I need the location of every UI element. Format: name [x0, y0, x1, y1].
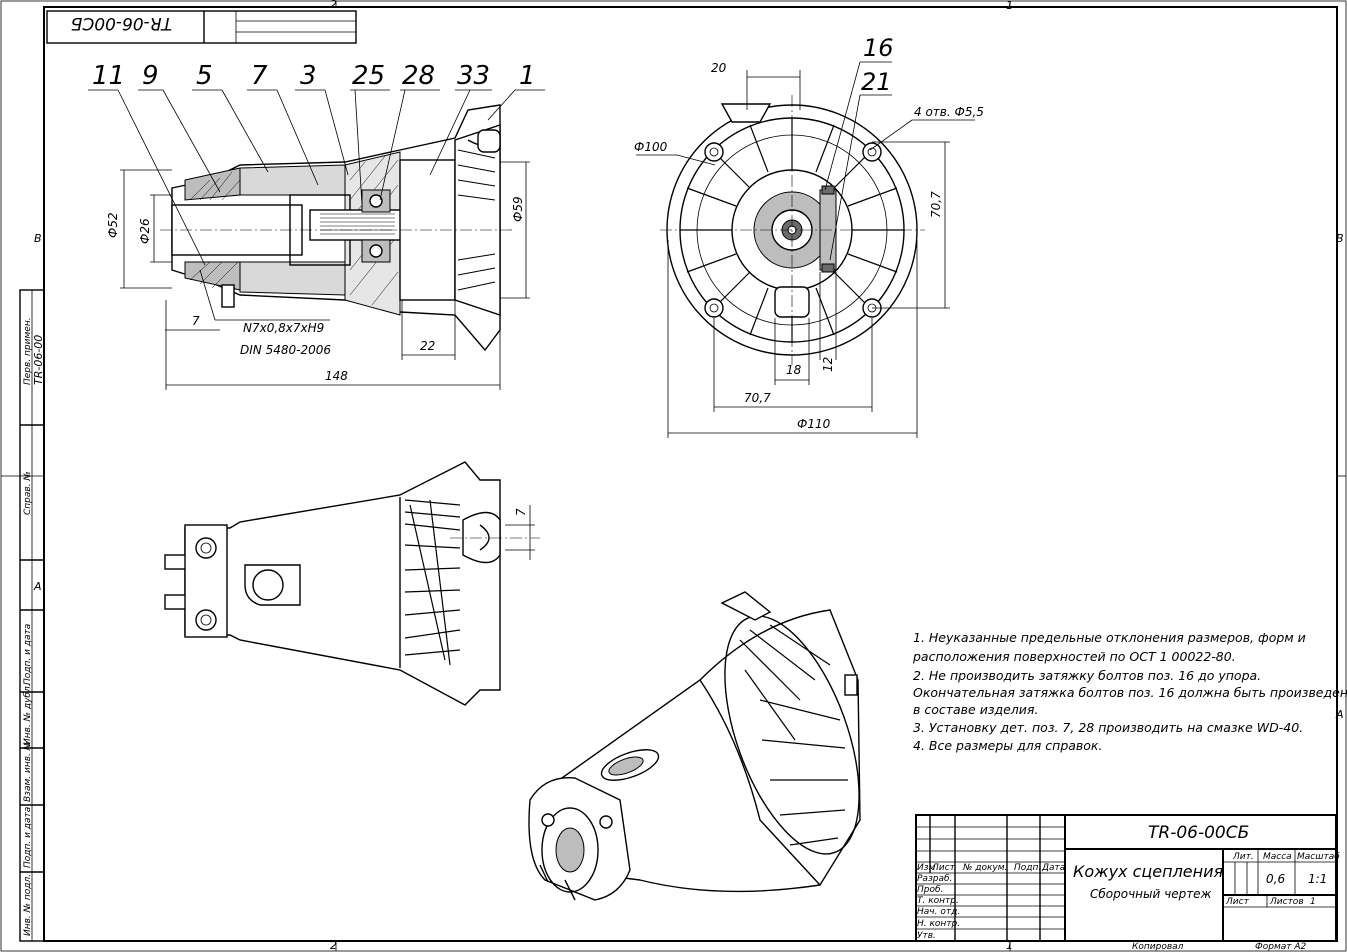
tb-sheets-value: 1: [1310, 897, 1316, 907]
note-line-1: 1. Неуказанные предельные отклонения раз…: [913, 630, 1306, 645]
dim-h-707: 70,7: [744, 391, 771, 405]
tb-hdr-podp: Подп.: [1014, 863, 1041, 873]
technical-notes: 1. Неуказанные предельные отклонения раз…: [912, 630, 1347, 753]
dim-v-707: 70,7: [929, 191, 943, 218]
dim-d52: Ф52: [106, 212, 120, 238]
section-dimensions: [120, 161, 530, 390]
tb-mass-label: Масса: [1263, 852, 1292, 862]
corner-designation: TR-06-00СБ: [71, 13, 172, 33]
note-line-6: 3. Установку дет. поз. 7, 28 производить…: [913, 720, 1303, 735]
tb-scale-value: 1:1: [1308, 872, 1327, 886]
sheet-footer: Копировал Формат A2: [1132, 942, 1307, 952]
pos-33: 33: [457, 61, 490, 91]
corner-stamp: TR-06-00СБ: [46, 10, 357, 44]
dim-d100: Ф100: [634, 140, 668, 154]
zone-markers: 2 1 2 1 B A B A: [33, 0, 1344, 952]
tb-doc-type: Сборочный чертеж: [1090, 887, 1212, 901]
strip-sprav: Справ. №: [23, 471, 33, 515]
dim-12: 12: [821, 357, 835, 372]
zone-top-2: 2: [330, 0, 337, 11]
spline-note-1: N7x0,8x7xH9: [243, 321, 324, 335]
tb-sheet-label: Лист: [1225, 897, 1250, 907]
tb-hdr-list: Лист: [931, 863, 956, 873]
pos-5: 5: [196, 61, 213, 91]
note-line-3: 2. Не производить затяжку болтов поз. 16…: [913, 668, 1261, 683]
dim-20: 20: [711, 61, 727, 75]
pos-28: 28: [402, 61, 435, 91]
tb-scale-label: Масштаб: [1297, 852, 1340, 862]
tb-row-tkontr: Т. контр.: [917, 896, 959, 906]
note-line-7: 4. Все размеры для справок.: [913, 738, 1102, 753]
front-bolt-holes: [704, 142, 882, 318]
pos-7: 7: [251, 61, 268, 91]
tb-row-prob: Проб.: [917, 885, 943, 895]
pos-25: 25: [352, 61, 385, 91]
strip-podp-1: Подп. и дата: [23, 624, 33, 685]
pos-16: 16: [863, 34, 894, 62]
dim-d26: Ф26: [138, 218, 152, 244]
dim-len-22: 22: [420, 339, 435, 353]
isometric-view: [528, 591, 861, 901]
footer-format: Формат A2: [1255, 942, 1307, 952]
dim-d110: Ф110: [797, 417, 831, 431]
zone-bottom-1: 1: [1006, 939, 1013, 952]
pos-9: 9: [142, 61, 159, 91]
tb-hdr-izm: Изм: [917, 863, 936, 873]
pos-11: 11: [92, 61, 125, 91]
tb-hdr-date: Дата: [1041, 863, 1065, 873]
strip-vzam-inv: Взам. инв. №: [23, 741, 33, 802]
pos-1: 1: [519, 61, 536, 91]
zone-left-a: A: [33, 580, 42, 593]
strip-inv-podl: Инв. № подл.: [23, 874, 33, 936]
section-leaders: [88, 89, 545, 266]
tb-row-nkontr: Н. контр.: [917, 919, 960, 929]
dim-holes: 4 отв. Ф5,5: [914, 105, 984, 119]
spline-note-2: DIN 5480-2006: [240, 343, 331, 357]
tb-mass-value: 0,6: [1266, 872, 1285, 886]
strip-inv-dubl: Инв. № дубл.: [23, 683, 33, 745]
front-view: 16 21 20 4 отв. Ф5,5 Ф100 70,7 18 12 70,…: [634, 34, 984, 438]
side-strip: Перв. примен. TR-06-00 Справ. № Подп. и …: [19, 289, 45, 942]
dim-18: 18: [786, 363, 802, 377]
tb-sheets-label: Листов: [1269, 897, 1304, 907]
strip-podp-2: Подп. и дата: [23, 807, 33, 868]
zone-top-1: 1: [1006, 0, 1013, 12]
tb-lit-label: Лит.: [1232, 852, 1254, 862]
note-line-2: расположения поверхностей по ОСТ 1 00022…: [912, 649, 1236, 664]
tb-row-utv: Утв.: [917, 931, 936, 941]
note-line-5: в составе изделия.: [913, 702, 1038, 717]
zone-right-a: A: [1335, 708, 1344, 721]
dim-len-7: 7: [192, 314, 200, 328]
tb-designation: TR-06-00СБ: [1148, 823, 1249, 843]
strip-perv-primen: Перв. примен.: [23, 317, 33, 385]
title-block: Изм Лист № докум. Подп. Дата Разраб. Про…: [915, 814, 1340, 942]
dim-d59: Ф59: [511, 196, 525, 222]
dim-len-148: 148: [325, 369, 348, 383]
tb-row-razrab: Разраб.: [917, 874, 952, 884]
front-dimensions: [636, 61, 975, 438]
tb-name: Кожух сцепления: [1073, 862, 1224, 881]
zone-right-b: B: [1336, 232, 1344, 245]
pos-3: 3: [300, 61, 317, 91]
side-dim-7: 7: [514, 508, 528, 516]
tb-hdr-doc: № докум.: [962, 863, 1007, 873]
zone-left-b: B: [34, 232, 42, 245]
section-position-labels: 11 9 5 7 3 25 28 33 1: [92, 61, 536, 91]
side-view: 7: [164, 461, 540, 706]
footer-copied: Копировал: [1132, 942, 1184, 952]
strip-perv-primen-value: TR-06-00: [32, 335, 45, 385]
tb-row-nach: Нач. отд.: [917, 907, 960, 917]
zone-bottom-2: 2: [330, 939, 337, 952]
pos-21: 21: [861, 68, 892, 96]
note-line-4: Окончательная затяжка болтов поз. 16 дол…: [913, 685, 1347, 700]
section-view: 11 9 5 7 3 25 28 33 1 Ф52 Ф26 Ф59: [88, 61, 545, 390]
